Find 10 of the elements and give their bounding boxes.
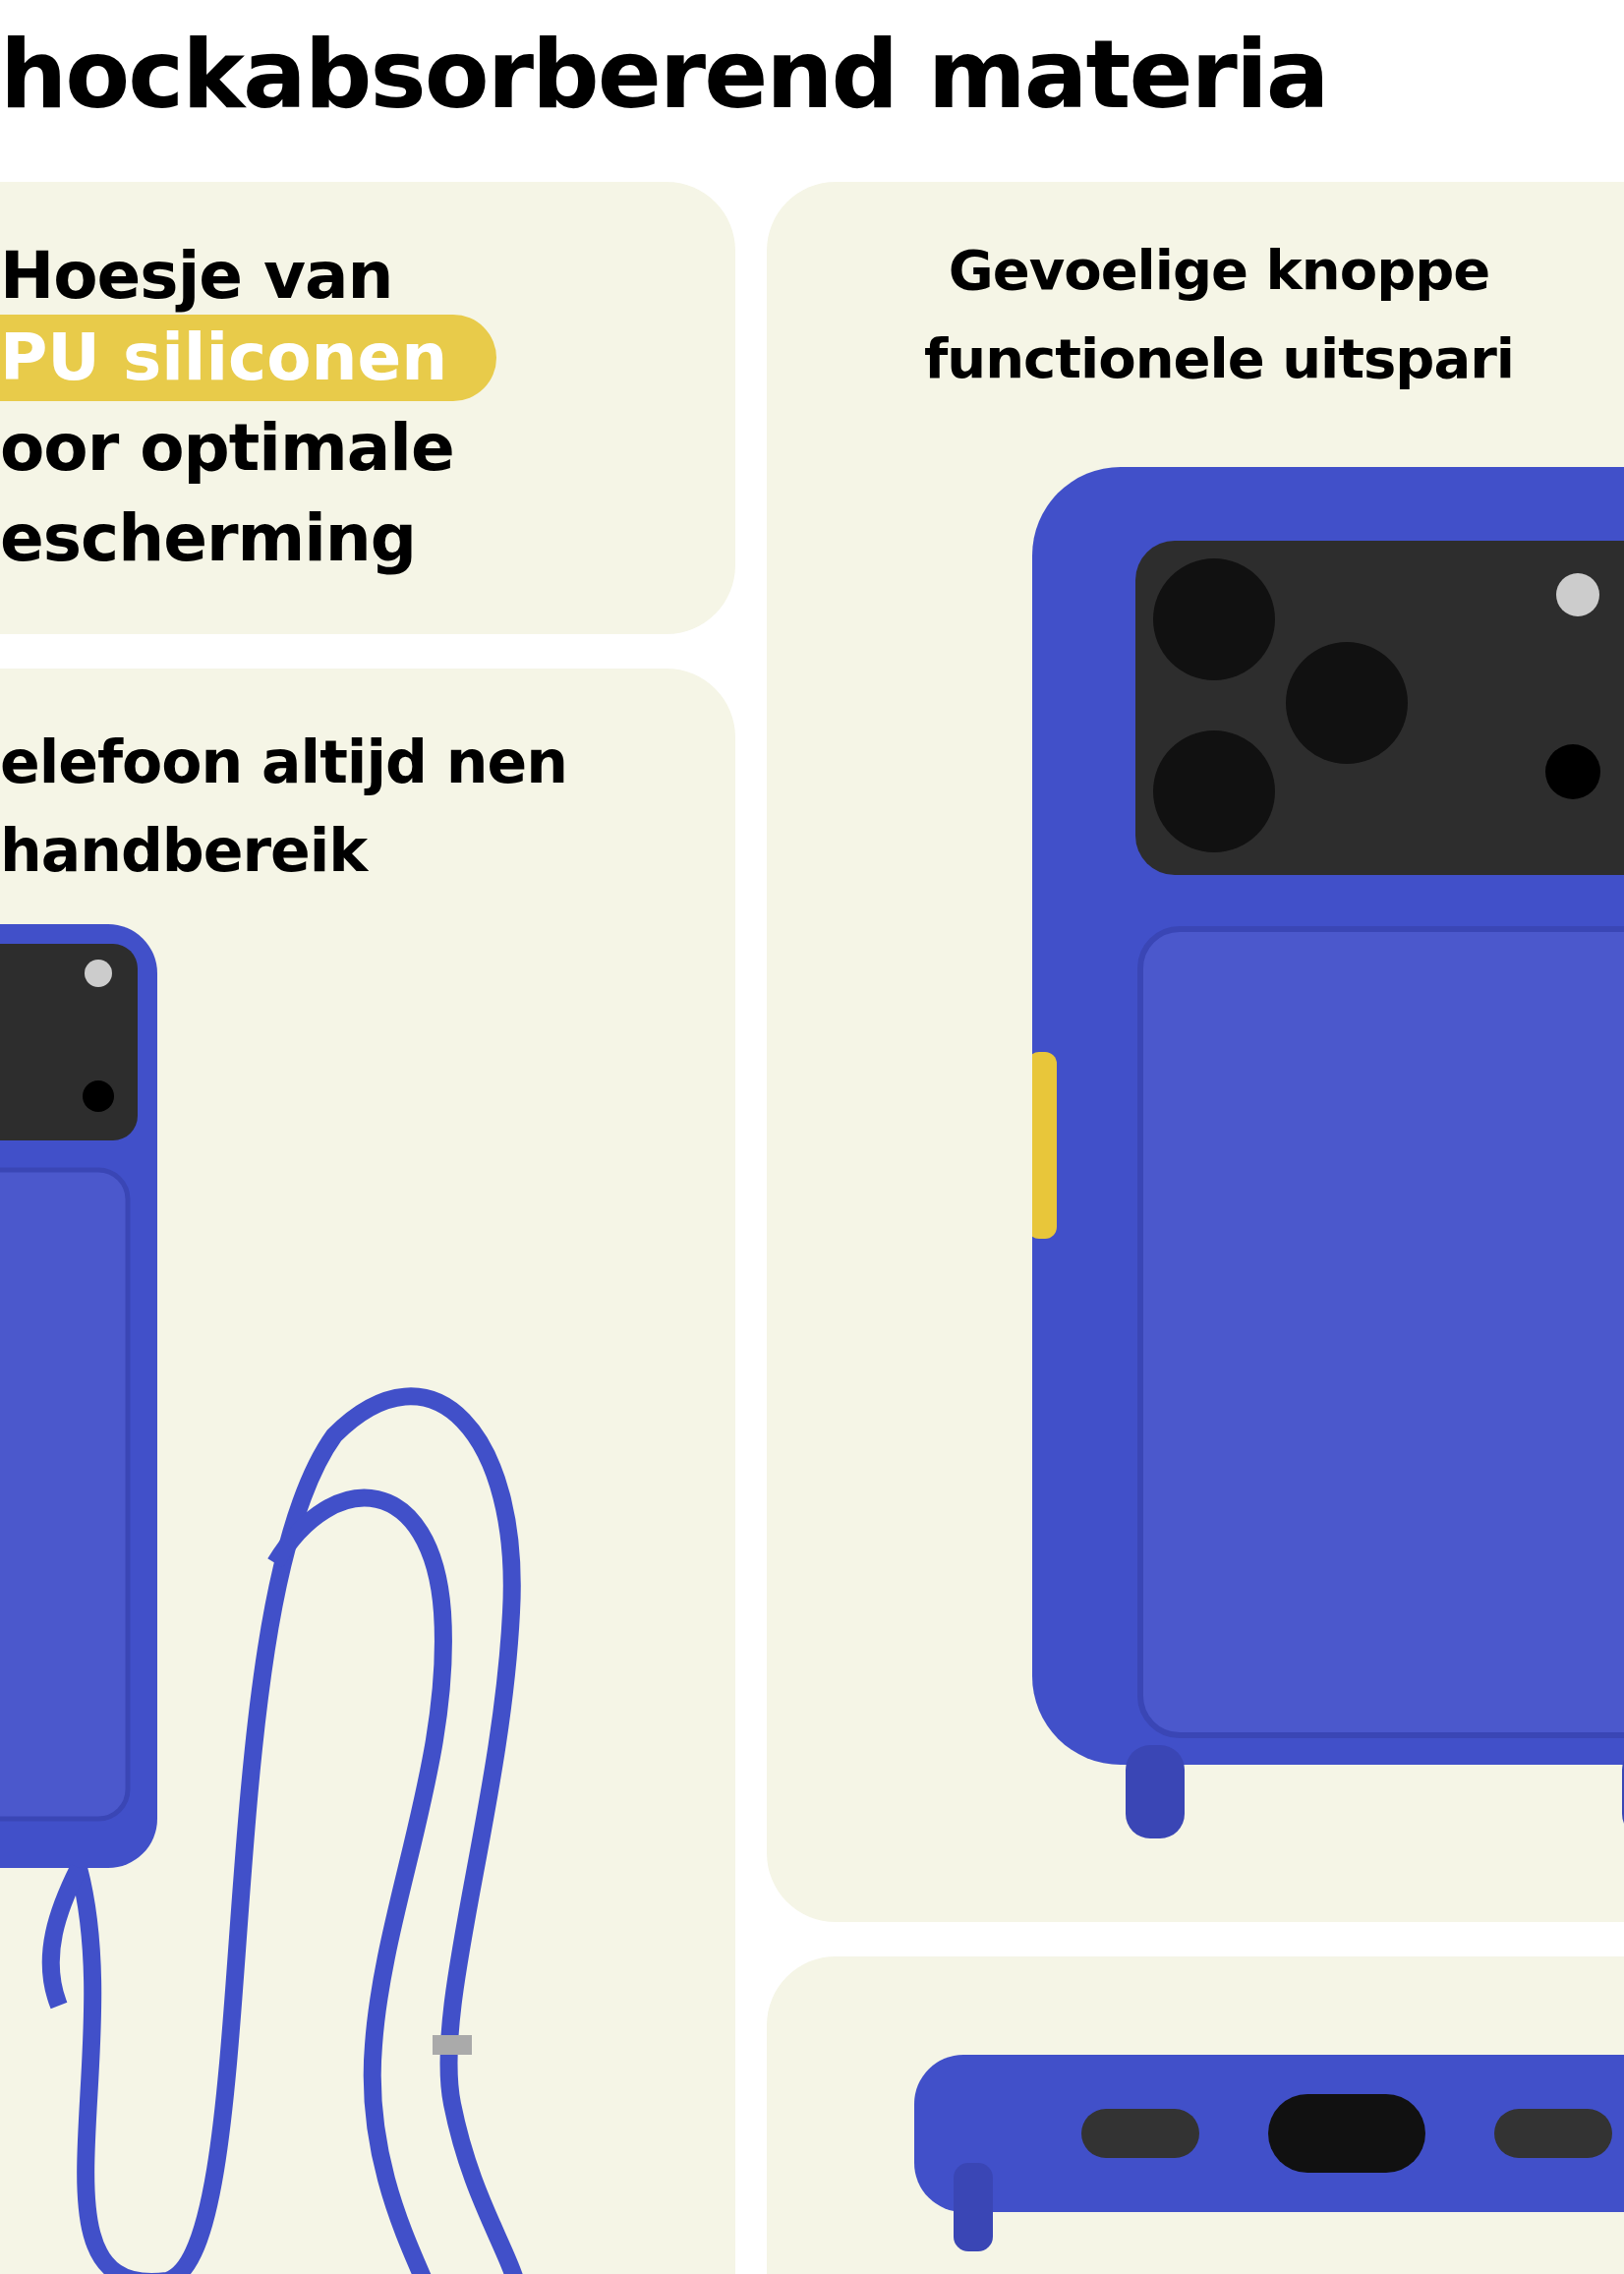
page-title: hockabsorberend materia xyxy=(0,20,1328,130)
feature-panel xyxy=(0,182,735,634)
feature-text: oor optimale escherming xyxy=(0,409,455,578)
feature-panel xyxy=(0,669,735,2274)
feature-text: elefoon altijd nen handbereik xyxy=(0,727,568,887)
highlighted-text: PU siliconen xyxy=(0,315,497,401)
feature-text: Gevoelige knoppe functionele uitspari xyxy=(922,237,1516,392)
feature-panel xyxy=(767,182,1624,1922)
feature-text: Hoesje van xyxy=(0,237,394,316)
feature-panel xyxy=(767,1956,1624,2274)
